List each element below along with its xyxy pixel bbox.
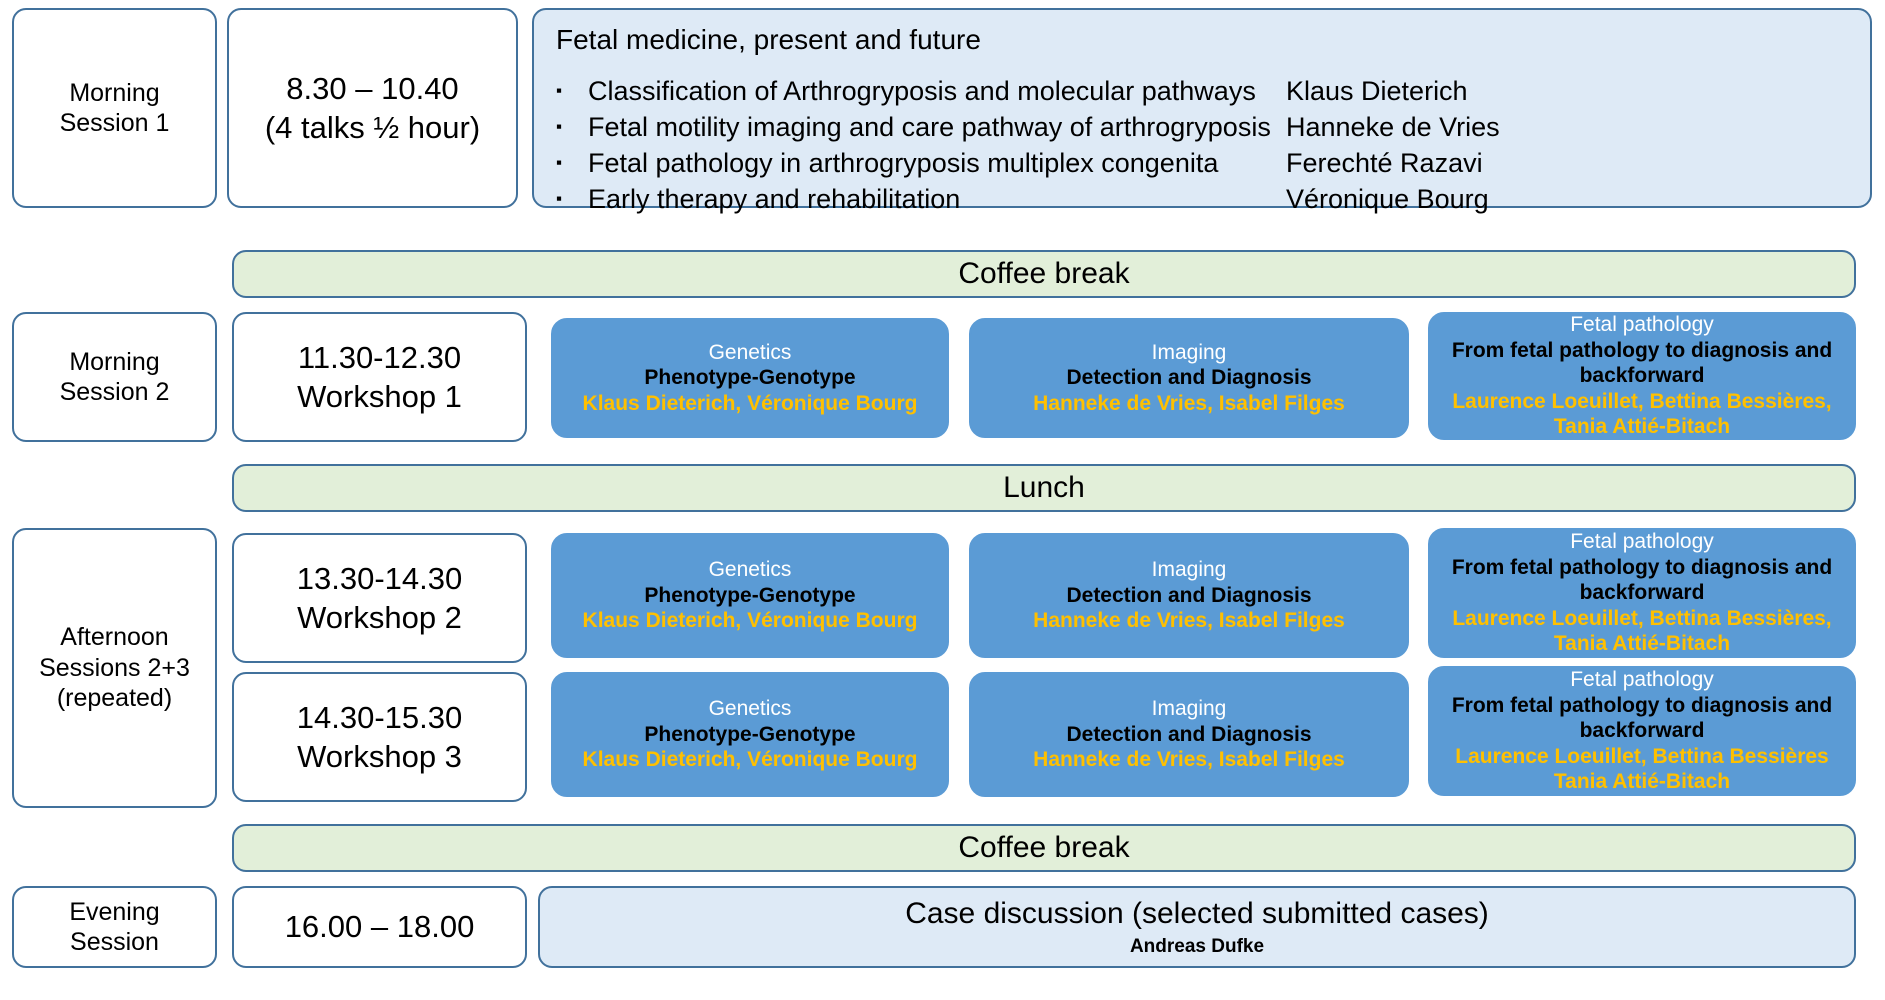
session-label-evening: Evening Session [12, 886, 217, 968]
bullet-icon: ▪ [556, 152, 563, 172]
speaker-name: Hanneke de Vries [1286, 111, 1500, 142]
break-label: Coffee break [958, 257, 1130, 290]
speaker-name: Klaus Dieterich [1286, 76, 1468, 106]
talk-title: Classification of Arthrogryposis and mol… [588, 76, 1256, 106]
talk-item: ▪ Early therapy and rehabilitation [556, 182, 1276, 218]
workshop-people: Laurence Loeuillet, Bettina Bessières, [1452, 389, 1832, 413]
speaker-name: Ferechté Razavi [1286, 147, 1483, 178]
break-bar-coffee-2: Coffee break [232, 824, 1856, 872]
workshop-people: Klaus Dieterich, Véronique Bourg [582, 391, 918, 415]
break-label: Coffee break [958, 831, 1130, 864]
session-content-morning-1: Fetal medicine, present and future ▪ Cla… [532, 8, 1872, 214]
session-label-line-1: Evening [69, 897, 160, 926]
workshop-subject: From fetal pathology to diagnosis and ba… [1451, 693, 1833, 743]
workshop-topic: Imaging [1151, 340, 1227, 364]
time-slot-morning-1: 8.30 – 10.40 (4 talks ½ hour) [227, 8, 518, 208]
talk-item: ▪ Fetal motility imaging and care pathwa… [556, 110, 1276, 146]
workshop-card-genetics[interactable]: Genetics Phenotype-Genotype Klaus Dieter… [551, 533, 949, 658]
time-line-2: Workshop 1 [297, 379, 462, 414]
workshop-people: Hanneke de Vries, Isabel Filges [1033, 748, 1345, 772]
workshop-people: Tania Attié-Bitach [1553, 770, 1731, 794]
break-bar-coffee-1: Coffee break [232, 250, 1856, 298]
session-label-line-2: Session 1 [59, 109, 170, 137]
workshop-card-imaging[interactable]: Imaging Detection and Diagnosis Hanneke … [969, 318, 1409, 438]
time-line-2: Workshop 2 [297, 600, 462, 635]
time-slot-workshop-1: 11.30-12.30 Workshop 1 [232, 312, 527, 442]
bullet-icon: ▪ [556, 81, 563, 100]
session-title: Case discussion (selected submitted case… [905, 897, 1489, 931]
workshop-people: Tania Attié-Bitach [1553, 415, 1731, 439]
session-label-line-2: Session [70, 928, 159, 956]
workshop-subject: Detection and Diagnosis [1066, 583, 1312, 607]
talk-title: Fetal pathology in arthrogryposis multip… [588, 147, 1219, 178]
workshop-topic: Genetics [708, 558, 792, 582]
workshop-subject: Detection and Diagnosis [1066, 366, 1312, 390]
workshop-topic: Genetics [708, 340, 792, 364]
bullet-icon: ▪ [556, 116, 563, 136]
talk-title: Fetal motility imaging and care pathway … [588, 111, 1271, 142]
talks-list: ▪ Classification of Arthrogryposis and m… [556, 74, 1276, 218]
speakers-list: Klaus Dieterich Hanneke de Vries Ferecht… [1276, 74, 1500, 218]
workshop-card-genetics[interactable]: Genetics Phenotype-Genotype Klaus Dieter… [551, 318, 949, 438]
talks-and-speakers: ▪ Classification of Arthrogryposis and m… [534, 74, 1870, 218]
speaker-name: Andreas Dufke [1129, 935, 1265, 957]
time-slot-evening: 16.00 – 18.00 [232, 886, 527, 968]
time-line-1: 13.30-14.30 [296, 560, 463, 596]
session-label-line-1: Afternoon [60, 623, 169, 652]
workshop-card-imaging[interactable]: Imaging Detection and Diagnosis Hanneke … [969, 533, 1409, 658]
time-line-2: (4 talks ½ hour) [264, 110, 481, 145]
time-line-2: Workshop 3 [297, 739, 462, 774]
talk-title: Early therapy and rehabilitation [588, 183, 961, 214]
time-line-1: 8.30 – 10.40 [286, 70, 459, 106]
break-bar-lunch: Lunch [232, 464, 1856, 512]
workshop-people: Hanneke de Vries, Isabel Filges [1033, 391, 1345, 415]
session-content-evening: Case discussion (selected submitted case… [538, 886, 1856, 968]
session-label-line-2: Sessions 2+3 [39, 653, 190, 682]
workshop-people: Tania Attié-Bitach [1553, 632, 1731, 656]
break-label: Lunch [1003, 471, 1085, 504]
time-line-1: 11.30-12.30 [297, 339, 462, 375]
workshop-topic: Fetal pathology [1570, 529, 1714, 553]
workshop-card-fetal-pathology[interactable]: Fetal pathology From fetal pathology to … [1428, 528, 1856, 658]
session-label-line-1: Morning [69, 78, 160, 107]
session-label-line-2: Session 2 [59, 378, 170, 406]
workshop-people: Laurence Loeuillet, Bettina Bessières [1455, 744, 1829, 768]
time-slot-workshop-3: 14.30-15.30 Workshop 3 [232, 672, 527, 802]
talk-item: ▪ Fetal pathology in arthrogryposis mult… [556, 146, 1276, 182]
workshop-people: Hanneke de Vries, Isabel Filges [1033, 609, 1345, 633]
workshop-card-genetics[interactable]: Genetics Phenotype-Genotype Klaus Dieter… [551, 672, 949, 797]
workshop-topic: Fetal pathology [1570, 667, 1714, 691]
workshop-subject: Detection and Diagnosis [1066, 722, 1312, 746]
time-line-1: 14.30-15.30 [296, 699, 463, 735]
session-title: Fetal medicine, present and future [556, 24, 981, 55]
workshop-subject: Phenotype-Genotype [644, 722, 856, 746]
workshop-people: Klaus Dieterich, Véronique Bourg [582, 748, 918, 772]
time-line-1: 16.00 – 18.00 [284, 909, 475, 945]
time-slot-workshop-2: 13.30-14.30 Workshop 2 [232, 533, 527, 663]
workshop-card-fetal-pathology[interactable]: Fetal pathology From fetal pathology to … [1428, 666, 1856, 796]
workshop-subject: Phenotype-Genotype [644, 366, 856, 390]
workshop-subject: Phenotype-Genotype [644, 583, 856, 607]
workshop-topic: Fetal pathology [1570, 312, 1714, 336]
session-label-afternoon: Afternoon Sessions 2+3 (repeated) [12, 528, 217, 808]
session-label-morning-1: Morning Session 1 [12, 8, 217, 208]
session-label-line-3: (repeated) [56, 684, 173, 713]
workshop-people: Laurence Loeuillet, Bettina Bessières, [1452, 606, 1832, 630]
session-label-line-1: Morning [69, 347, 160, 376]
workshop-card-imaging[interactable]: Imaging Detection and Diagnosis Hanneke … [969, 672, 1409, 797]
workshop-card-fetal-pathology[interactable]: Fetal pathology From fetal pathology to … [1428, 312, 1856, 440]
speaker-name: Véronique Bourg [1286, 183, 1489, 214]
workshop-people: Klaus Dieterich, Véronique Bourg [582, 609, 918, 633]
session-label-morning-2: Morning Session 2 [12, 312, 217, 442]
workshop-topic: Imaging [1151, 558, 1227, 582]
workshop-subject: From fetal pathology to diagnosis and ba… [1451, 338, 1833, 388]
talk-item: ▪ Classification of Arthrogryposis and m… [556, 74, 1276, 110]
bullet-icon: ▪ [556, 188, 563, 208]
workshop-topic: Genetics [708, 697, 792, 721]
workshop-topic: Imaging [1151, 697, 1227, 721]
workshop-subject: From fetal pathology to diagnosis and ba… [1451, 555, 1833, 605]
